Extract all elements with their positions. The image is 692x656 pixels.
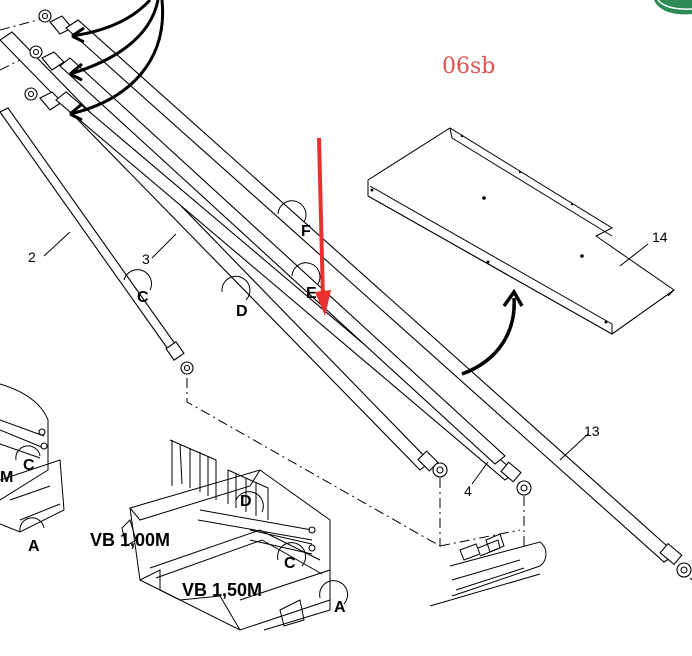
curved-arrows-top: [69, 0, 165, 122]
part-label-13: 13: [584, 423, 600, 439]
panel-part-14: [367, 127, 675, 335]
callout-m-left: M: [0, 469, 13, 486]
leader-3: [151, 233, 177, 259]
callout-e-rod: E: [306, 285, 317, 302]
red-arrow: [315, 137, 331, 316]
bolt-detail: [429, 533, 547, 607]
callout-c-left: C: [23, 457, 35, 474]
rod-part-2: [0, 107, 194, 375]
machine-left: [0, 383, 65, 533]
callout-circles: [123, 200, 321, 301]
leader-14: [619, 243, 649, 267]
machine-bottom: [121, 439, 349, 631]
watermark-text: 06sb: [442, 54, 495, 79]
rod-part-4: [24, 87, 532, 496]
corner-badge-icon: [654, 0, 692, 15]
dash-line-top: [0, 17, 46, 31]
callout-c-bottom: C: [284, 555, 296, 572]
dashed-assembly-lines: [186, 378, 692, 581]
label-vb-150: VB 1,50M: [182, 580, 262, 600]
callout-f-rod: F: [301, 223, 311, 240]
callout-a-left: A: [28, 538, 40, 555]
leader-4: [471, 461, 489, 485]
part-label-14: 14: [652, 229, 668, 245]
leader-2: [43, 231, 71, 257]
label-vb-100: VB 1,00M: [90, 530, 170, 550]
callout-a-bottom: A: [334, 599, 346, 616]
callout-c-rod: C: [137, 289, 149, 306]
leader-13: [559, 433, 589, 461]
part-label-2: 2: [28, 249, 36, 265]
part-label-4: 4: [464, 483, 472, 499]
part-label-3: 3: [142, 251, 150, 267]
callout-d-rod: D: [236, 303, 248, 320]
callout-d-bottom: D: [240, 493, 252, 510]
curved-arrow-panel: [461, 288, 524, 376]
rod-part-13: [29, 9, 692, 578]
